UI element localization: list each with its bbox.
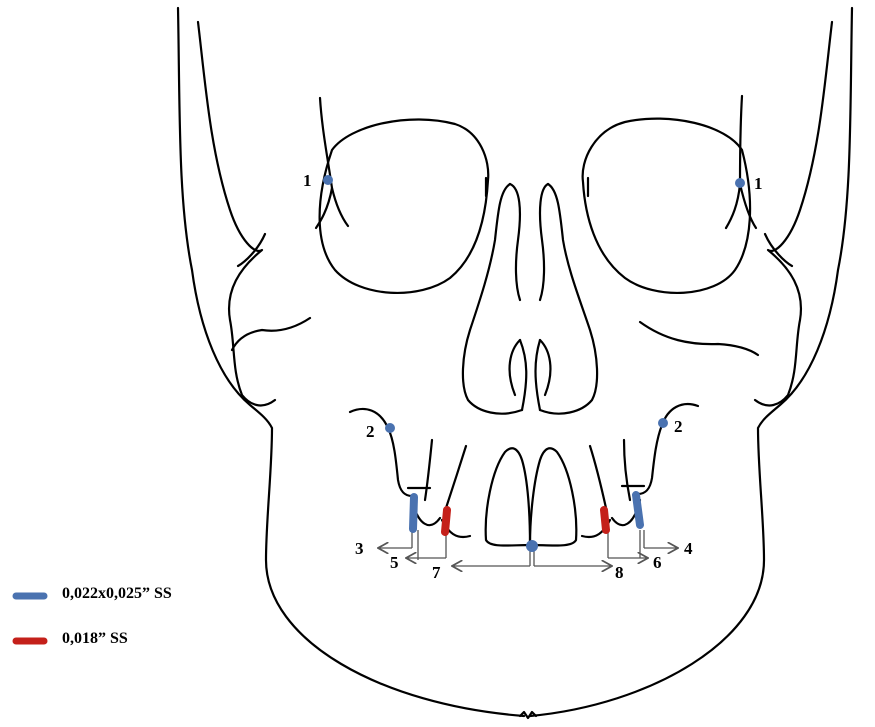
label-8: 8 <box>615 563 624 582</box>
legend-label-blue: 0,022x0,025” SS <box>62 585 172 603</box>
label-7: 7 <box>432 563 441 582</box>
label-1-right: 1 <box>754 174 763 193</box>
left-blue-wire <box>413 497 414 529</box>
measurement-arrows <box>378 548 678 566</box>
point-2-right <box>658 418 668 428</box>
label-4: 4 <box>684 539 693 558</box>
right-orbit <box>583 96 756 293</box>
point-1-left <box>323 175 333 185</box>
label-3: 3 <box>355 539 364 558</box>
label-6: 6 <box>653 553 662 572</box>
point-incisor <box>526 540 538 552</box>
central-incisors <box>486 448 577 545</box>
legend-label-red: 0,018” SS <box>62 630 128 648</box>
point-1-right <box>735 178 745 188</box>
right-red-wire <box>604 510 606 530</box>
skull-outline <box>178 8 852 718</box>
label-2-right: 2 <box>674 417 683 436</box>
label-2-left: 2 <box>366 422 375 441</box>
label-1-left: 1 <box>303 171 312 190</box>
wire-markers <box>413 495 640 532</box>
label-5: 5 <box>390 553 399 572</box>
point-2-left <box>385 423 395 433</box>
left-red-wire <box>445 510 447 532</box>
right-blue-wire <box>636 495 640 525</box>
left-orbit <box>316 98 488 293</box>
legend-swatches <box>16 596 44 641</box>
point-labels: 1 1 2 2 3 4 5 6 7 8 <box>303 171 763 582</box>
